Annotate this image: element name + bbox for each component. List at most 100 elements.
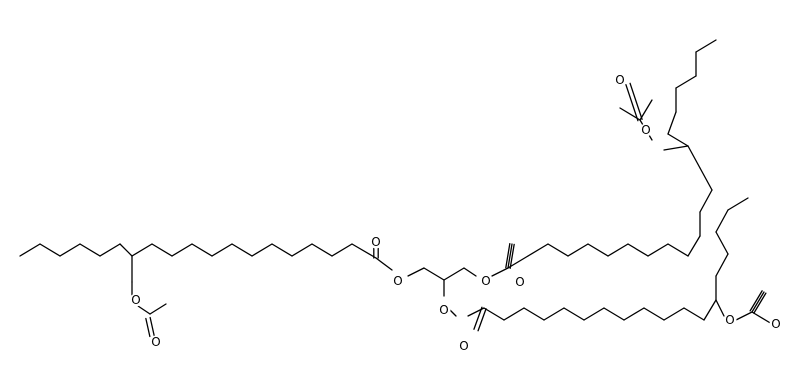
- bond-65: [663, 307, 685, 321]
- atom-label-backdrop: [513, 275, 527, 289]
- bond-18: [375, 257, 393, 271]
- bond-11: [231, 243, 253, 257]
- bond-69: [715, 253, 729, 277]
- carbonyl-double-bond: [149, 316, 155, 337]
- bond-58: [523, 307, 545, 321]
- bond-12: [251, 243, 273, 257]
- bond-37: [627, 243, 649, 257]
- carbonyl-double-bond: [477, 308, 487, 332]
- bond-63: [623, 307, 645, 321]
- bond-50: [695, 39, 717, 53]
- carbonyl-double-bond: [145, 317, 151, 338]
- bond-60: [563, 307, 585, 321]
- oxygen-atom-label: O: [151, 335, 160, 349]
- bond-24: [423, 267, 445, 281]
- bond-40: [687, 235, 701, 257]
- oxygen-atom-label: O: [393, 274, 402, 288]
- atom-label-backdrop: [479, 274, 493, 288]
- bond-38: [647, 243, 669, 257]
- bond-73: [715, 299, 725, 317]
- carbonyl-double-bond: [629, 82, 643, 120]
- bond-8: [171, 243, 193, 257]
- bond-17: [351, 243, 377, 259]
- bond-42: [699, 189, 713, 213]
- oxygen-atom-label: O: [439, 303, 448, 317]
- bond-59: [543, 307, 565, 321]
- bond-75: [751, 311, 773, 325]
- atom-label-backdrop: [723, 313, 737, 327]
- bond-16: [331, 243, 353, 257]
- oxygen-atom-label: O: [459, 339, 468, 353]
- bond-39: [667, 243, 689, 257]
- bond-22: [149, 303, 167, 315]
- bond-45: [667, 133, 689, 147]
- bond-layer: [19, 39, 773, 338]
- bond-7: [151, 243, 173, 257]
- bond-76: [751, 291, 765, 313]
- oxygen-atom-label: O: [515, 275, 524, 289]
- bond-36: [607, 243, 629, 257]
- bond-14: [291, 243, 313, 257]
- bond-67: [703, 299, 717, 321]
- bond-34: [567, 243, 589, 257]
- bond-30: [507, 243, 513, 269]
- bond-3: [79, 243, 101, 257]
- bond-9: [191, 243, 213, 257]
- bond-61: [583, 307, 605, 321]
- bond-32: [527, 243, 549, 257]
- carbonyl-double-bond: [509, 243, 515, 270]
- bond-46: [667, 111, 677, 135]
- bond-1: [39, 243, 61, 257]
- bond-13: [271, 243, 293, 257]
- carbonyl-double-bond: [473, 306, 483, 330]
- carbonyl-double-bond: [505, 242, 511, 269]
- oxygen-atom-label: O: [131, 293, 140, 307]
- bond-44: [687, 145, 701, 169]
- bond-48: [675, 75, 697, 89]
- atom-label-backdrop: [613, 73, 627, 87]
- oxygen-atom-label: O: [481, 274, 490, 288]
- bond-70: [715, 231, 729, 255]
- bond-15: [311, 243, 333, 257]
- bond-43: [699, 167, 713, 191]
- atom-label-backdrop: [437, 303, 451, 317]
- bond-5: [119, 243, 133, 257]
- bond-51: [663, 145, 689, 151]
- bond-56: [483, 307, 505, 321]
- carbonyl-double-bond: [753, 292, 767, 314]
- atom-label-backdrop: [457, 339, 471, 353]
- atom-label-backdrop: [369, 235, 383, 249]
- atom-label-backdrop: [639, 123, 653, 137]
- atom-label-backdrop: [149, 335, 163, 349]
- bond-6: [131, 243, 153, 257]
- bond-25: [443, 267, 465, 281]
- bond-23: [407, 267, 425, 277]
- bond-35: [587, 243, 609, 257]
- bond-31: [507, 255, 529, 269]
- bond-29: [491, 267, 509, 277]
- bond-74: [735, 311, 753, 321]
- oxygen-atom-label: O: [371, 235, 380, 249]
- atom-label-backdrop: [769, 317, 783, 331]
- bond-64: [643, 307, 665, 321]
- bond-26: [463, 267, 477, 277]
- bond-33: [547, 243, 569, 257]
- atom-label-backdrop: [391, 274, 405, 288]
- carbonyl-double-bond: [625, 84, 639, 122]
- bond-0: [19, 243, 41, 257]
- bond-54: [639, 99, 653, 121]
- carbonyl-double-bond: [749, 290, 763, 312]
- oxygen-atom-label: O: [725, 313, 734, 327]
- bond-10: [211, 243, 233, 257]
- oxygen-atom-label: O: [641, 123, 650, 137]
- bond-4: [99, 243, 121, 257]
- bond-66: [683, 307, 705, 321]
- oxygen-atom-label: O: [615, 73, 624, 87]
- bond-72: [727, 197, 749, 211]
- bond-62: [603, 307, 625, 321]
- bond-21: [137, 305, 151, 315]
- bond-57: [503, 307, 525, 321]
